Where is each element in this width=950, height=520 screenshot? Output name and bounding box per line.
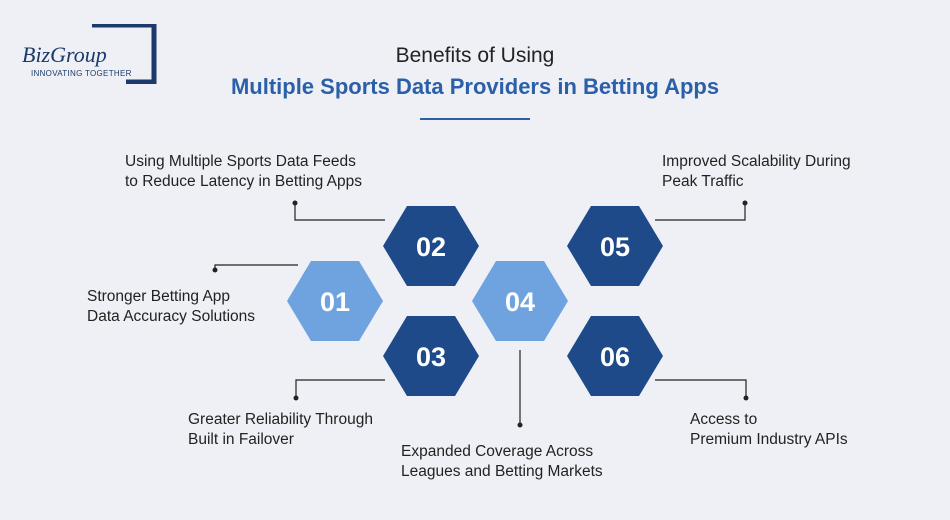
benefit-label-06-line1: Access to	[690, 411, 758, 428]
hexagon-05	[567, 206, 663, 286]
hexagon-01-number: 01	[320, 287, 350, 317]
benefit-label-06-line2: Premium Industry APIs	[690, 431, 848, 448]
logo-tagline: INNOVATING TOGETHER	[31, 69, 132, 78]
page-title-line2: Multiple Sports Data Providers in Bettin…	[230, 74, 720, 99]
connector-06-dot	[743, 395, 749, 401]
connector-03	[295, 379, 385, 398]
title-underline	[420, 118, 530, 120]
benefit-label-03-line1: Greater Reliability Through	[188, 411, 373, 428]
connector-05-dot	[742, 200, 748, 206]
benefit-label-02-line2: to Reduce Latency in Betting Apps	[125, 173, 362, 190]
hexagon-06	[567, 316, 663, 396]
connector-04-dot	[517, 422, 523, 428]
benefit-label-06: Access to Premium Industry APIs	[690, 410, 848, 450]
benefit-label-03: Greater Reliability Through Built in Fai…	[188, 410, 373, 450]
hexagon-04	[472, 261, 568, 341]
benefit-label-01-line2: Data Accuracy Solutions	[87, 308, 256, 325]
bizgroup-logo: BizGroup INNOVATING TOGETHER	[22, 24, 162, 84]
benefit-label-05-line2: Peak Traffic	[662, 173, 744, 190]
hexagon-06-number: 06	[600, 342, 630, 372]
connector-03-dot	[293, 395, 299, 401]
logo-wordmark: BizGroup	[22, 42, 107, 67]
connector-02-dot	[292, 200, 298, 206]
connector-02	[294, 203, 385, 221]
benefit-label-04-line1: Expanded Coverage Across	[401, 443, 594, 460]
hexagon-05-number: 05	[600, 232, 630, 262]
logo-frame	[92, 24, 157, 84]
hexagon-04-number: 04	[505, 287, 535, 317]
connector-01	[214, 264, 298, 270]
hexagon-01	[287, 261, 383, 341]
benefit-label-02: Using Multiple Sports Data Feeds to Redu…	[125, 152, 362, 192]
benefit-label-05-line1: Improved Scalability During	[662, 153, 851, 170]
benefit-label-01-line1: Stronger Betting App	[87, 288, 231, 305]
connector-01-dot	[212, 267, 218, 273]
benefit-label-05: Improved Scalability During Peak Traffic	[662, 152, 851, 192]
benefit-label-04-line2: Leagues and Betting Markets	[401, 463, 603, 480]
hexagon-03	[383, 316, 479, 396]
benefit-label-03-line2: Built in Failover	[188, 431, 294, 448]
page-title-line1: Benefits of Using	[395, 44, 555, 67]
hexagon-02	[383, 206, 479, 286]
hexagon-02-number: 02	[416, 232, 446, 262]
benefit-label-01: Stronger Betting App Data Accuracy Solut…	[87, 287, 255, 327]
connector-05	[655, 203, 746, 221]
hexagon-03-number: 03	[416, 342, 446, 372]
benefit-label-04: Expanded Coverage Across Leagues and Bet…	[401, 442, 603, 482]
connector-06	[655, 379, 747, 398]
benefit-label-02-line1: Using Multiple Sports Data Feeds	[125, 153, 356, 170]
